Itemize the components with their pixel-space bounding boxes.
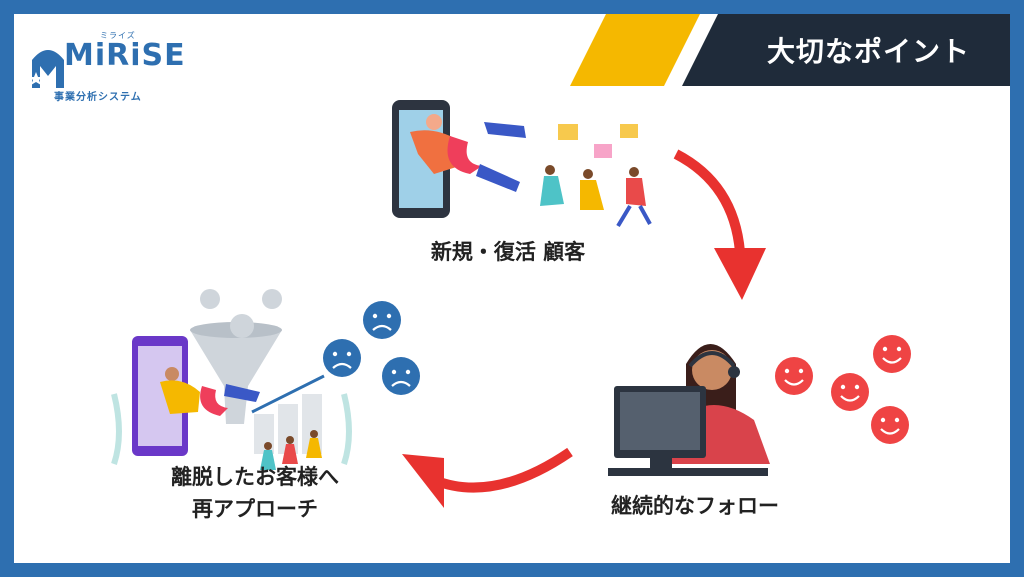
cycle-arrows — [402, 149, 766, 508]
smile-face-icon — [871, 406, 909, 444]
brand-logo: ミライズ MiRiSE 事業分析システム — [28, 30, 188, 103]
header-title: 大切なポイント — [766, 35, 970, 68]
operator-illustration — [608, 344, 770, 476]
sad-face-icon — [323, 339, 361, 377]
smile-face-icon — [831, 373, 869, 411]
reapproach-line-1: 離脱したお客様へ — [171, 465, 339, 489]
logo-kana-text: ミライズ — [100, 31, 136, 40]
sad-face-icon — [382, 357, 420, 395]
sad-face-icons — [323, 301, 420, 395]
reapproach-line-2: 再アプローチ — [192, 497, 318, 521]
cycle-illustration — [111, 100, 911, 508]
header-band — [570, 14, 1010, 86]
follow-up-label: 継続的なフォロー — [611, 494, 779, 518]
smile-face-icons — [775, 335, 911, 444]
logo-mark-icon — [29, 50, 64, 88]
smile-face-icon — [873, 335, 911, 373]
logo-word: MiRiSE — [64, 38, 186, 73]
smile-face-icon — [775, 357, 813, 395]
logo-subtitle: 事業分析システム — [54, 92, 142, 103]
new-customer-label: 新規・復活 顧客 — [430, 240, 586, 264]
slide-canvas: ミライズ MiRiSE 事業分析システム 大切なポイント — [14, 14, 1010, 563]
sad-face-icon — [363, 301, 401, 339]
reapproach-label: 離脱したお客様へ 再アプローチ — [140, 461, 370, 525]
reapproach-illustration — [111, 289, 352, 470]
new-customer-illustration — [392, 100, 652, 228]
